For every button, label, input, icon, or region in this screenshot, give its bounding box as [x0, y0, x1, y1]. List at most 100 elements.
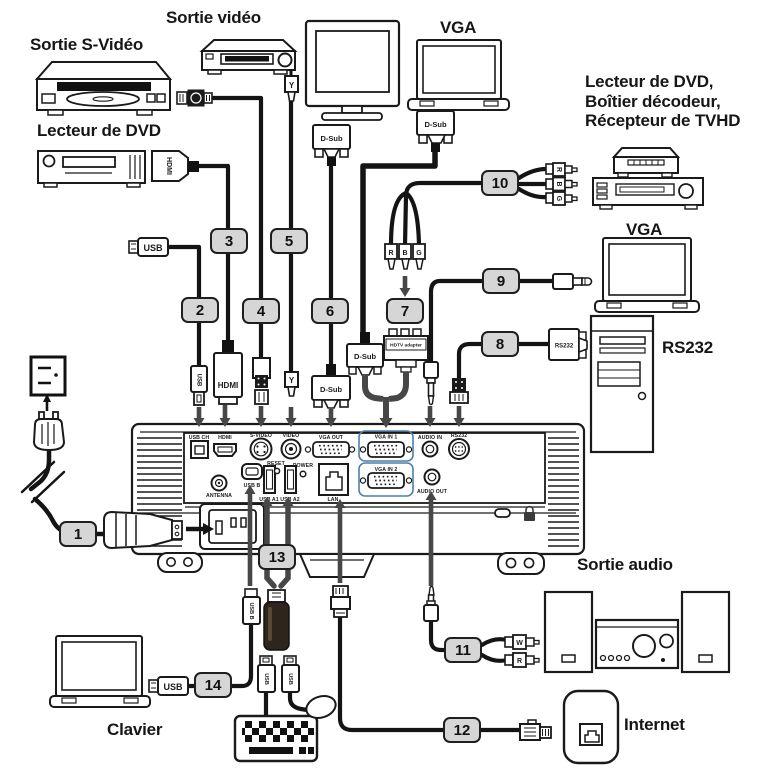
rj45-plug-lan [330, 585, 351, 618]
callout-11: 11 [444, 637, 482, 663]
audio-jack-row [423, 361, 439, 406]
vcr-dvd-device [37, 150, 146, 188]
usb-plug-mouse: USB [281, 655, 300, 693]
monitor [304, 19, 401, 121]
rca-y-connector-row: Y [284, 371, 299, 397]
center-tab [298, 553, 376, 578]
callout-4: 4 [242, 298, 280, 324]
audio-plug-horizontal [552, 273, 593, 290]
audio-out-port-label: AUDIO OUT [417, 489, 448, 495]
rca-rbg-vertical: R B G [384, 243, 426, 270]
label-vga-top: VGA [440, 18, 477, 37]
mouse-cable [287, 689, 310, 713]
component-branch-r [388, 190, 409, 248]
vga-in1-port-label: VGA IN 1 [375, 435, 398, 441]
rca-r-label: R [388, 250, 393, 257]
rca-b-label: B [555, 181, 562, 186]
hdmi-connector-icon: HDMI [151, 150, 199, 182]
usb-label: USB [143, 243, 163, 253]
callout-1: 1 [59, 521, 97, 547]
hdmi-cable [195, 163, 231, 345]
dvd-player-svideo [34, 61, 173, 116]
audio-fork-w [479, 637, 510, 648]
audio-in-cable [428, 278, 485, 369]
keyboard [233, 714, 319, 763]
callout-8: 8 [481, 331, 519, 357]
dsub-label: D-Sub [354, 352, 376, 361]
usb-cable-2 [159, 244, 202, 371]
usb-plug-2: USB [128, 237, 169, 257]
label-sortie-audio: Sortie audio [577, 555, 673, 574]
hdmi-connector-label: HDMI [165, 157, 172, 175]
label-source-devices: Lecteur de DVD, Boîtier décodeur, Récept… [585, 72, 741, 131]
rca-g-label: G [416, 250, 422, 257]
label-source-line1: Lecteur de DVD, [585, 72, 714, 91]
reset-button [273, 467, 281, 475]
power-label: POWER [293, 463, 313, 469]
rca-cable-r [516, 166, 549, 181]
label-sortie-svideo: Sortie S-Vidéo [30, 35, 144, 54]
mouse [305, 694, 337, 720]
ac-inlet [199, 503, 265, 550]
power-arrow [186, 523, 214, 535]
usb-label: USB [287, 673, 293, 685]
dsub-connector-laptop: D-Sub [416, 110, 455, 152]
callout-2: 2 [181, 297, 219, 323]
usb-plug-14: USB [148, 676, 189, 696]
callout-9: 9 [482, 268, 520, 294]
vga-out-port-label: VGA OUT [319, 435, 344, 441]
audio-fork-r [479, 652, 510, 663]
rs232-cable-left [456, 341, 485, 381]
rca-rbg-horizontal: R B G [545, 162, 578, 206]
dsub-label: D-Sub [424, 120, 446, 129]
fork-vga-in1-right [388, 372, 409, 402]
usb-fork-13 [264, 567, 291, 589]
cable-break-slash2 [30, 470, 66, 504]
rca-cable-g [516, 186, 549, 200]
usb-plug-keyboard: USB [257, 655, 276, 693]
cable-break-slash1 [20, 460, 56, 494]
projector-ports [190, 437, 470, 496]
stereo-stack [592, 147, 704, 210]
hdtv-adapter-label: HDTV adapter [390, 343, 422, 349]
rca-r-label: R [555, 167, 562, 172]
usb-label: USB [195, 374, 201, 387]
port-labels: USB CH HDMI S-VIDEO VIDEO VGA OUT VGA IN… [189, 433, 467, 503]
right-fins [548, 437, 579, 547]
svideo-connector-icon [176, 89, 213, 107]
usb-a1-port-label: USB A1 [259, 497, 278, 503]
y-label: Y [289, 376, 295, 385]
rca-w-label: W [516, 640, 523, 647]
audio-out-cable [428, 617, 449, 653]
label-rs232-pc: RS232 [662, 338, 713, 357]
hdmi-label: HDMI [218, 381, 238, 390]
vga-in2-port [367, 472, 405, 489]
video-port-label: VIDEO [283, 433, 300, 439]
usb-connector-row: USB [190, 365, 208, 406]
vga-group-outline [358, 430, 414, 497]
hdmi-connector-row: HDMI [213, 340, 243, 405]
hdtv-adapter: HDTV adapter [383, 328, 429, 373]
usb-ch-port-label: USB CH [189, 435, 210, 441]
hdmi-port-label: HDMI [218, 435, 232, 441]
usb-a2-port-label: USB A2 [280, 497, 299, 503]
rca-b-label: B [402, 250, 407, 257]
callout-13: 13 [258, 544, 296, 570]
callout-14: 14 [194, 672, 232, 698]
dsub-connector-row: D-Sub [311, 364, 351, 409]
component-branch-g [403, 190, 422, 248]
component-cable-main [403, 180, 484, 199]
power-button [299, 470, 307, 478]
vga-out-port [312, 441, 350, 458]
tower-pc [589, 314, 655, 454]
label-sortie-video: Sortie vidéo [166, 8, 261, 27]
usb-label: USB [163, 682, 183, 692]
wall-outlet-icon [29, 355, 67, 397]
callout-6: 6 [311, 298, 349, 324]
power-plug [32, 411, 66, 452]
vga-in2-port-label: VGA IN 2 [375, 467, 398, 473]
right-foot [497, 552, 545, 575]
label-source-line3: Récepteur de TVHD [585, 111, 741, 130]
